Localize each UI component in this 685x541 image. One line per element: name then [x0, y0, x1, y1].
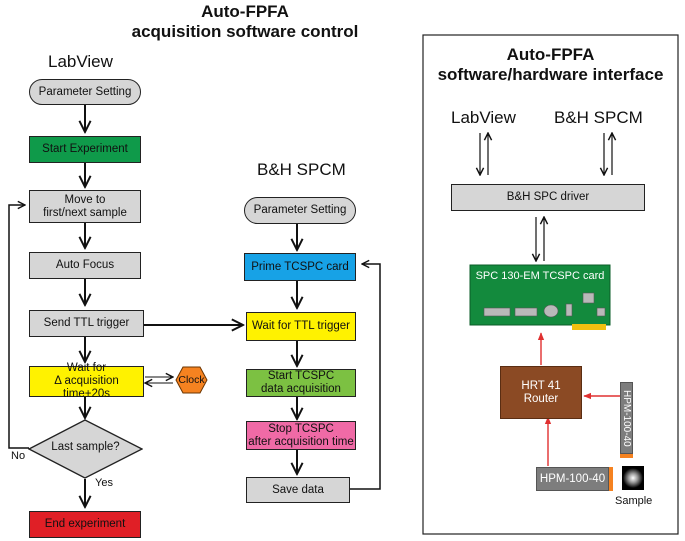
stop-tcspc-line2: after acquisition time [248, 435, 354, 448]
hpm-horizontal-tip [609, 467, 613, 491]
hpm-horizontal-box: HPM-100-40 [536, 467, 609, 491]
hpm-vertical-box: HPM-100-40 [620, 382, 633, 454]
no-loop-arrow [8, 205, 29, 449]
hpm-vertical-label: HPM-100-40 [621, 389, 632, 447]
bidirectional-arrows [480, 133, 612, 261]
spc-driver-label: B&H SPC driver [506, 191, 590, 203]
left-title-line2: acquisition software control [131, 22, 359, 41]
start-tcspc-line2: data acquisition [261, 383, 341, 395]
tcspc-card-label: SPC 130-EM TCSPC card [475, 270, 605, 282]
no-label: No [11, 450, 26, 462]
clock-hexagon [175, 366, 208, 394]
spc-driver-box: B&H SPC driver [451, 184, 645, 211]
stop-tcspc-box: Stop TCSPC after acquisition time [246, 421, 356, 450]
left-title-line1: Auto-FPFA [201, 2, 289, 21]
prime-card-label: Prime TCSPC card [251, 260, 349, 273]
prime-card-box: Prime TCSPC card [244, 253, 356, 281]
yes-label: Yes [95, 477, 113, 489]
save-loop-arrow [350, 264, 381, 490]
last-sample-diamond [28, 419, 143, 479]
start-tcspc-box: Start TCSPC data acquisition [246, 369, 356, 397]
clock-label: Clock [178, 374, 205, 386]
tcspc-card-illustration [469, 264, 611, 330]
left-title: Auto-FPFA acquisition software control [120, 2, 370, 42]
right-title: Auto-FPFA software/hardware interface [428, 45, 673, 85]
signal-arrows [537, 332, 623, 466]
move-sample-line2: first/next sample [43, 206, 127, 219]
wait-line2: Δ acquisition time+20s [54, 375, 119, 400]
send-ttl-label: Send TTL trigger [43, 317, 130, 329]
start-experiment-box: Start Experiment [29, 136, 141, 163]
wait-acquisition-box: Wait for Δ acquisition time+20s [29, 362, 144, 400]
right-spcm-label: B&H SPCM [554, 108, 643, 127]
labview-parameter-setting: Parameter Setting [29, 79, 141, 105]
right-title-line1: Auto-FPFA [506, 45, 595, 64]
spcm-parameter-setting: Parameter Setting [244, 197, 356, 224]
auto-focus-box: Auto Focus [29, 252, 141, 279]
send-ttl-box: Send TTL trigger [29, 310, 144, 337]
end-experiment-box: End experiment [29, 511, 141, 538]
start-tcspc-line1: Start TCSPC [267, 370, 335, 382]
sample-label: Sample [615, 495, 653, 507]
move-sample-line1: Move to [64, 193, 106, 206]
interface-panel-frame [422, 34, 679, 535]
wait-line1: Wait for [66, 362, 107, 374]
end-experiment-label: End experiment [44, 518, 126, 530]
right-title-line2: software/hardware interface [437, 65, 664, 84]
stop-tcspc-line1: Stop TCSPC [268, 422, 334, 435]
last-sample-label: Last sample? [51, 441, 120, 453]
router-box: HRT 41 Router [500, 366, 582, 419]
hpm-vertical-tip [620, 454, 633, 458]
right-labview-label: LabView [451, 108, 516, 127]
router-line2: Router [523, 392, 559, 405]
save-data-label: Save data [272, 483, 324, 496]
wait-ttl-label: Wait for TTL trigger [252, 320, 350, 332]
save-data-box: Save data [246, 477, 350, 503]
spcm-label: B&H SPCM [257, 160, 346, 179]
labview-label: LabView [48, 52, 113, 71]
wait-ttl-box: Wait for TTL trigger [246, 312, 356, 341]
hpm-horizontal-label: HPM-100-40 [539, 472, 606, 485]
auto-focus-label: Auto Focus [55, 259, 115, 271]
spcm-parameter-setting-label: Parameter Setting [253, 204, 347, 216]
sample-spot [623, 468, 643, 488]
move-sample-box: Move to first/next sample [29, 190, 141, 223]
start-experiment-label: Start Experiment [42, 143, 128, 155]
router-line1: HRT 41 [521, 379, 561, 392]
labview-parameter-setting-label: Parameter Setting [38, 85, 132, 98]
